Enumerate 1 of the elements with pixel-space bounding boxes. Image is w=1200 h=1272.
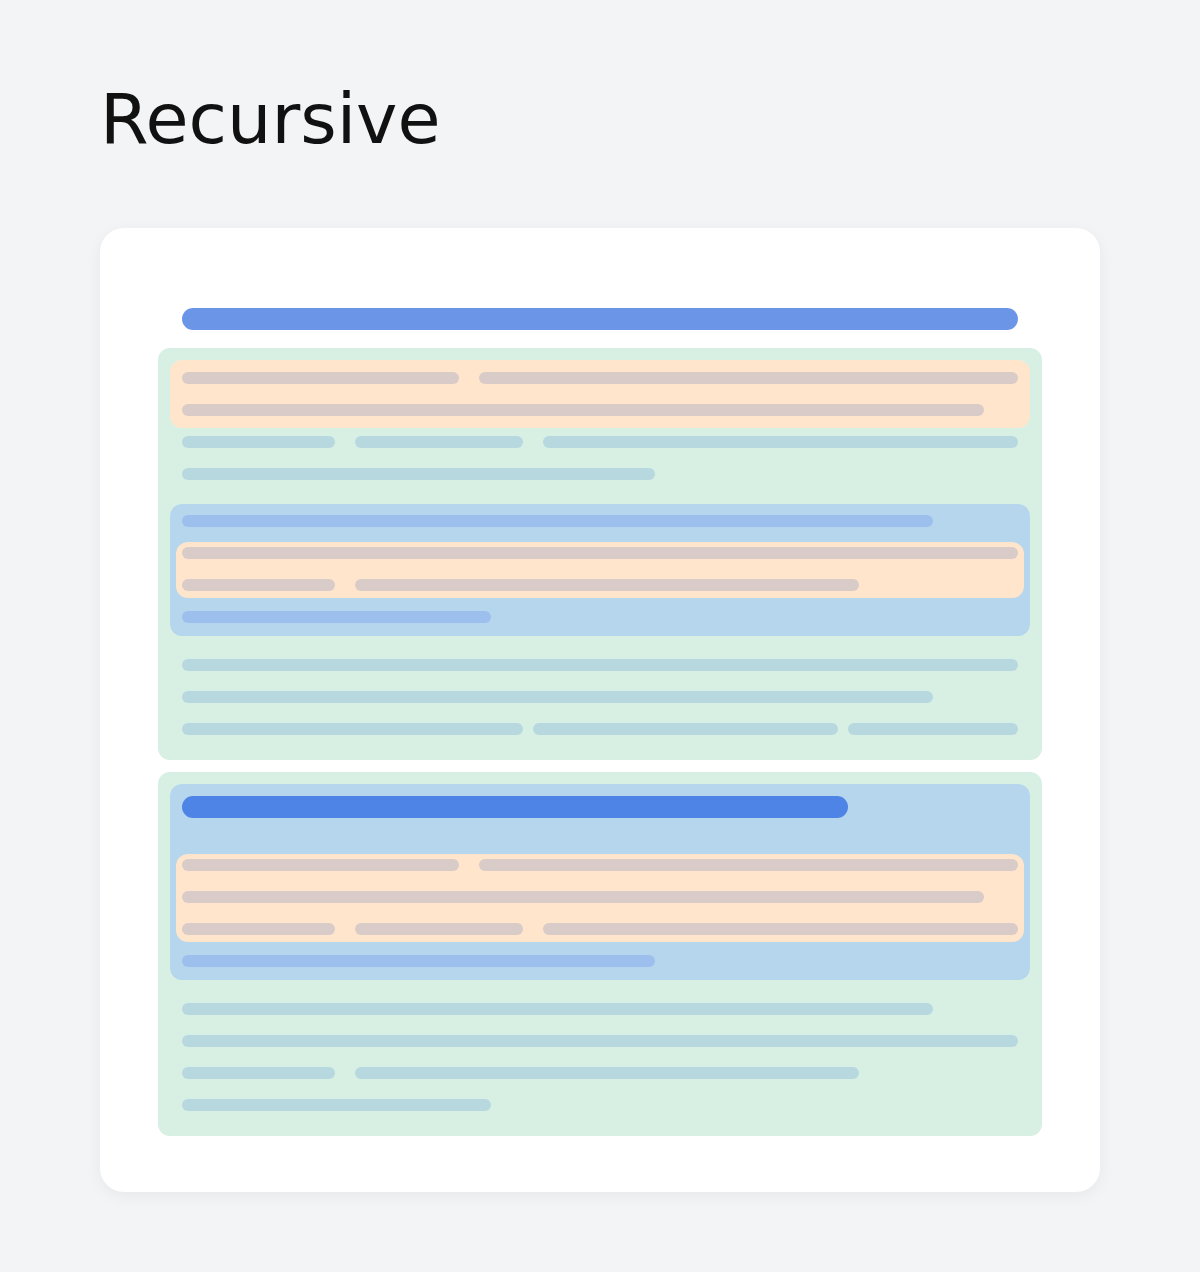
page-title: Recursive bbox=[100, 78, 441, 160]
